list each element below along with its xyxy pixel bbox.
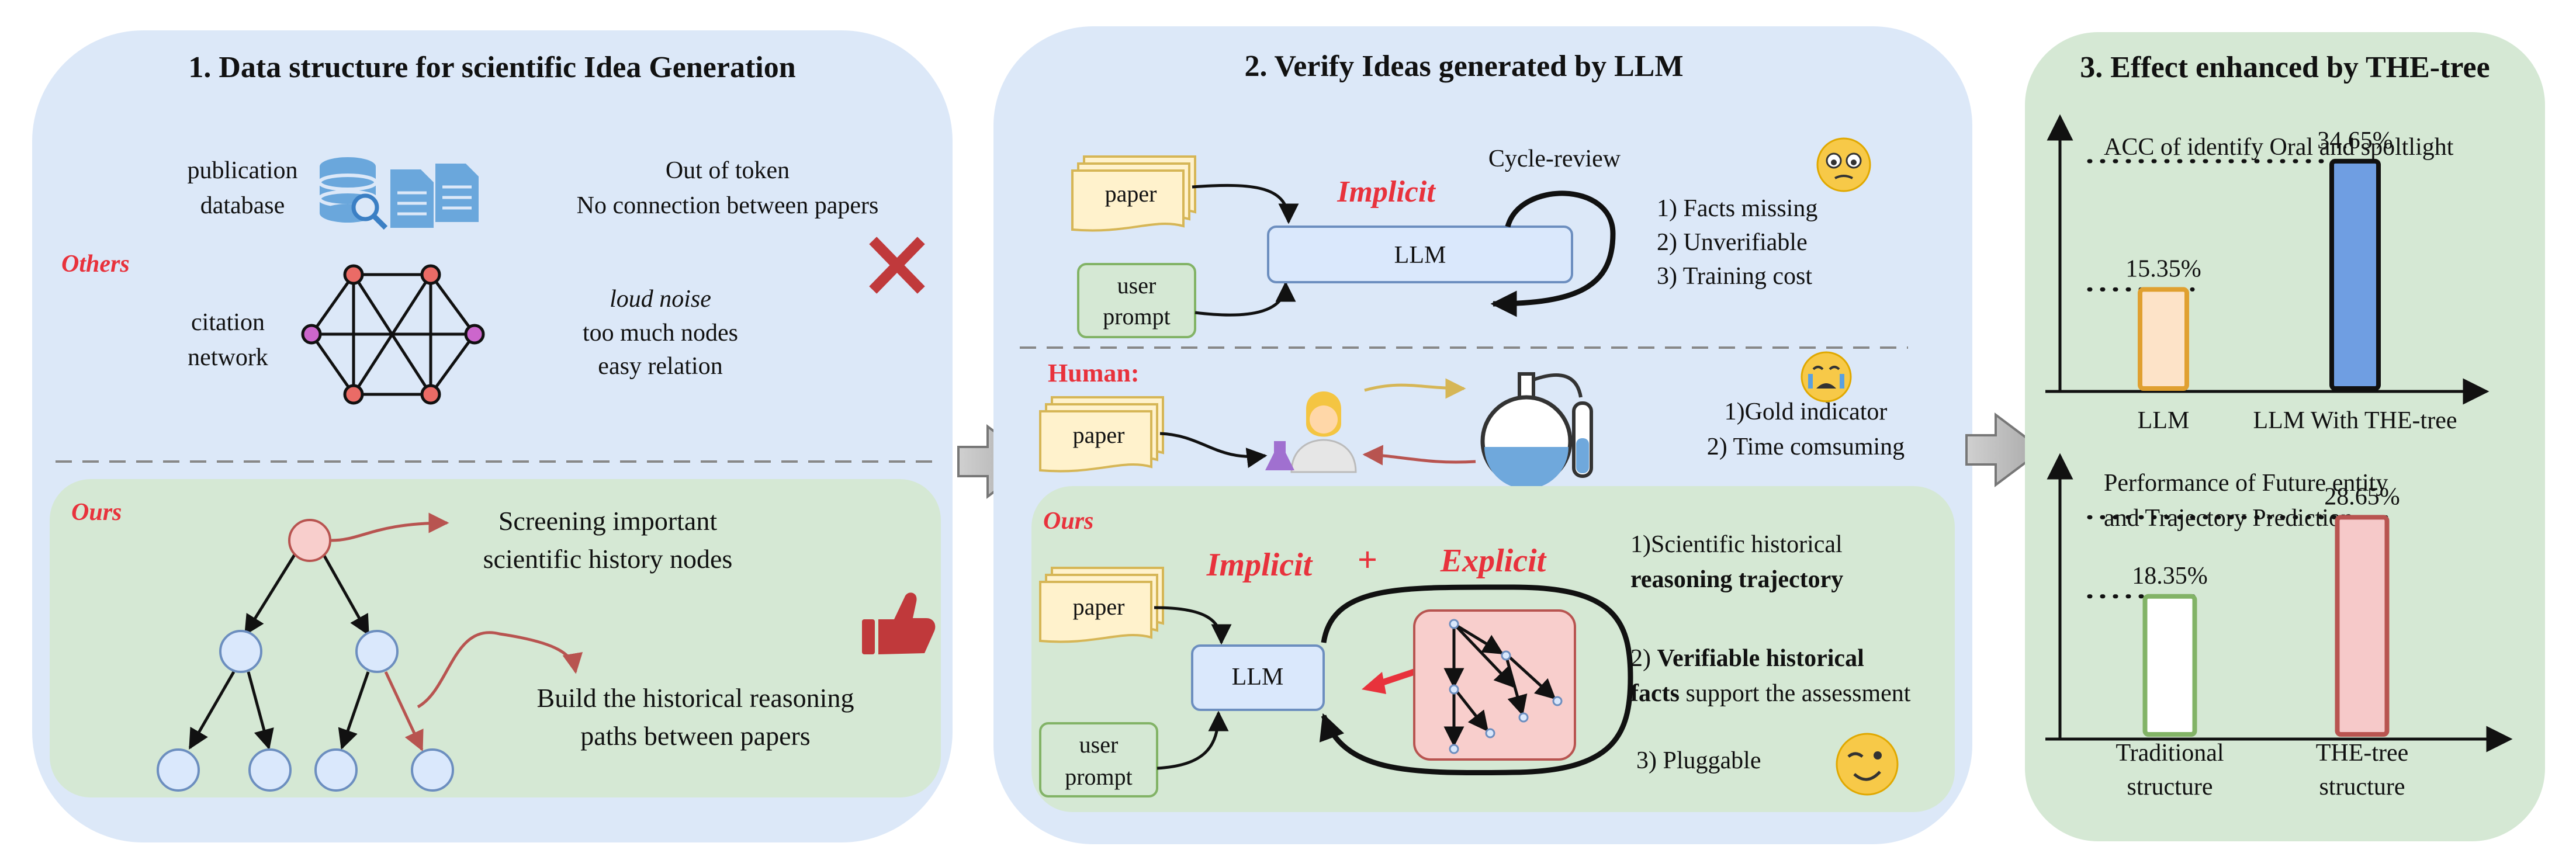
cycle-review-loop [1490, 190, 1616, 317]
user-prompt-ours-line1: user [1079, 731, 1119, 758]
panel1-title: 1. Data structure for scientific Idea Ge… [188, 51, 795, 84]
chart1-title: ACC of identify Oral and spoltlight [2104, 134, 2454, 161]
publication-issue-1: Out of token [666, 157, 790, 184]
chart2-category-label-2-line1: THE-tree [2316, 740, 2409, 767]
panel3-title: 3. Effect enhanced by THE-tree [2080, 51, 2490, 84]
human-issue-2: 2) Time comsuming [1707, 434, 1905, 460]
explicit-label-ours: Explicit [1440, 543, 1547, 579]
chart2-bar-2 [2335, 515, 2390, 737]
chart1-value-label-1: 15.35% [2125, 255, 2201, 282]
panel2-title: 2. Verify Ideas generated by LLM [1244, 50, 1683, 83]
paper-label-top: paper [1105, 181, 1157, 207]
chart1-value-label-2: 34.65% [2317, 127, 2393, 154]
ours-point1-line1: 1)Scientific historical [1630, 531, 1843, 558]
issue-1: 1) Facts missing [1657, 195, 1817, 222]
llm-box-ours [1191, 644, 1325, 711]
arrow-prompt-to-llm-ours [1157, 710, 1229, 770]
database-search-icon [318, 157, 388, 230]
panel-data-structure: 1. Data structure for scientific Idea Ge… [32, 30, 953, 842]
publication-label-line1: publication [188, 157, 298, 184]
chart2-title-line1: Performance of Future entity [2104, 470, 2388, 497]
chart2-bar-1 [2142, 594, 2197, 737]
chart2-value-label-2: 28.65% [2324, 483, 2400, 510]
paper-stack-ours: paper [1039, 567, 1164, 643]
user-prompt-top: user prompt [1077, 263, 1196, 338]
implicit-label-top: Implicit [1337, 175, 1436, 209]
arrow-paper-to-llm-ours [1154, 606, 1232, 645]
ours-point2-line1: 2) Verifiable historical [1630, 645, 1864, 672]
implicit-label-ours: Implicit [1206, 547, 1313, 583]
paper-stack-human: paper [1039, 396, 1164, 473]
ours-text1-line1: Screening important [498, 506, 718, 536]
chart1-category-label-2: LLM With THE-tree [2253, 407, 2457, 434]
human-label: Human: [1048, 359, 1139, 387]
cross-icon [869, 237, 925, 294]
documents-icon [390, 164, 479, 228]
arrow-lab-to-scientist [1362, 445, 1476, 466]
explicit-reasoning-graph [1413, 609, 1576, 761]
arrow-paper-to-llm-top [1192, 183, 1299, 224]
chart2-marks: 18.35% Traditional structure 28.65% THE-tree… [2087, 483, 2409, 800]
ours-point1-line2: reasoning trajectory [1630, 566, 1843, 593]
flow-arrow-2 [1965, 412, 2045, 487]
chart2-category-label-2-line2: structure [2319, 774, 2405, 800]
user-prompt-top-line1: user [1117, 272, 1157, 299]
citation-label-line2: network [188, 344, 268, 371]
winking-face-icon [1836, 733, 1899, 796]
user-prompt-ours-line2: prompt [1065, 764, 1133, 790]
paper-label-human: paper [1073, 422, 1125, 448]
paper-label-ours: paper [1073, 594, 1125, 620]
publication-label-line2: database [200, 192, 285, 219]
user-prompt-top-line2: prompt [1103, 303, 1171, 330]
others-label: Others [61, 251, 130, 278]
llm-label-top: LLM [1394, 242, 1446, 269]
issue-3: 3) Training cost [1657, 263, 1812, 290]
crying-face-icon [1801, 351, 1852, 403]
panel1-ours-label: Ours [71, 499, 122, 526]
user-prompt-ours: user prompt [1039, 722, 1158, 797]
citation-issue-1: loud noise [610, 286, 711, 313]
citation-label-line1: citation [191, 309, 265, 336]
citation-issue-3: easy relation [598, 353, 722, 380]
scientist-icon [1265, 391, 1357, 473]
chart2-category-label-1-line2: structure [2127, 774, 2213, 800]
publication-issue-2: No connection between papers [577, 192, 879, 219]
thumbs-up-icon [862, 592, 936, 654]
ours-text2-line2: paths between papers [580, 721, 810, 751]
panel2-ours-label: Ours [1043, 508, 1093, 535]
ours-text2-line1: Build the historical reasoning [537, 683, 854, 713]
panel-effect: 3. Effect enhanced by THE-tree ACC of id… [2025, 32, 2545, 841]
chart1-bar-1 [2138, 287, 2189, 391]
plus-sign: + [1358, 540, 1377, 579]
red-link-arrowhead [1362, 672, 1386, 694]
explicit-loop [1319, 584, 1633, 776]
panel1-ours-background [50, 479, 941, 797]
chart1-bar-2 [2329, 158, 2381, 391]
history-tree [157, 512, 583, 792]
cycle-review-label: Cycle-review [1488, 145, 1621, 172]
lab-flask-icon [1480, 372, 1593, 489]
llm-label-ours: LLM [1232, 664, 1284, 691]
citation-issue-2: too much nodes [583, 320, 738, 346]
arrow-prompt-to-llm-top [1194, 281, 1296, 317]
ours-text1-line2: scientific history nodes [483, 544, 733, 574]
worried-face-icon [1816, 137, 1871, 192]
chart1-marks: 15.35% LLM 34.65% LLM With THE-tree [2087, 127, 2457, 434]
citation-network-graph [301, 264, 485, 405]
ours-point3: 3) Pluggable [1636, 747, 1761, 774]
chart2-value-label-1: 18.35% [2132, 563, 2208, 589]
panel-verify-ideas: 2. Verify Ideas generated by LLM paper u… [993, 26, 1972, 844]
chart1-category-label-1: LLM [2138, 407, 2190, 434]
human-issue-1: 1)Gold indicator [1725, 398, 1888, 425]
chart2-title-line2: and Trajectory Prediction [2104, 505, 2353, 532]
arrow-scientist-to-lab [1364, 378, 1466, 399]
chart2-category-label-1-line1: Traditional [2115, 740, 2224, 767]
ours-point2-line2: facts support the assessment [1630, 680, 1911, 707]
issue-2: 2) Unverifiable [1657, 229, 1808, 256]
llm-box-top [1267, 226, 1573, 283]
paper-stack-top: paper [1071, 155, 1196, 232]
arrow-paper-to-scientist [1159, 432, 1268, 469]
